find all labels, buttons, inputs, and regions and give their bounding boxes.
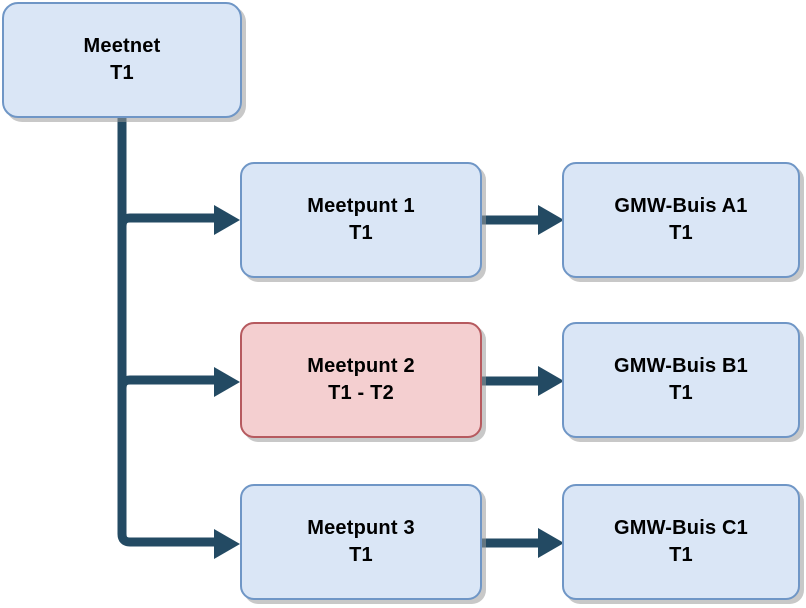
node-meetnet-line1: Meetnet (83, 35, 161, 57)
edge-meetpunt-3-to-gmw-buis-c1-arrowhead (538, 528, 564, 558)
node-gmw-buis-b1[interactable]: GMW-Buis B1 T1 (562, 322, 800, 438)
node-meetpunt-3-line2: T1 (349, 544, 373, 566)
edge-meetnet-to-meetpunt-2-line (117, 375, 216, 389)
edge-meetnet-to-meetpunt-1-line (117, 213, 216, 227)
node-gmw-buis-a1-line1: GMW-Buis A1 (614, 195, 748, 217)
edge-meetpunt-2-to-gmw-buis-b1-arrowhead (538, 366, 564, 396)
node-meetpunt-2-line2: T1 - T2 (328, 382, 394, 404)
node-meetnet[interactable]: Meetnet T1 (2, 2, 242, 118)
edge-meetnet-to-meetpunt-2-arrowhead (214, 367, 240, 397)
node-meetpunt-2[interactable]: Meetpunt 2 T1 - T2 (240, 322, 482, 438)
node-gmw-buis-b1-line2: T1 (669, 382, 693, 404)
node-gmw-buis-c1[interactable]: GMW-Buis C1 T1 (562, 484, 800, 600)
node-gmw-buis-c1-line1: GMW-Buis C1 (613, 517, 749, 539)
node-gmw-buis-a1-line2: T1 (669, 222, 693, 244)
edge-meetnet-trunk (117, 114, 138, 547)
node-meetpunt-1[interactable]: Meetpunt 1 T1 (240, 162, 482, 278)
node-meetpunt-1-line1: Meetpunt 1 (307, 195, 415, 217)
edge-meetpunt-1-to-gmw-buis-a1-arrowhead (538, 205, 564, 235)
node-meetpunt-3-line1: Meetpunt 3 (307, 517, 415, 539)
node-gmw-buis-c1-line2: T1 (669, 544, 693, 566)
edge-meetnet-to-meetpunt-1-arrowhead (214, 205, 240, 235)
node-meetpunt-2-line1: Meetpunt 2 (307, 355, 415, 377)
node-meetpunt-1-line2: T1 (349, 222, 373, 244)
edge-meetnet-to-meetpunt-3-arrowhead (214, 529, 240, 559)
node-gmw-buis-b1-line1: GMW-Buis B1 (613, 355, 749, 377)
node-gmw-buis-a1[interactable]: GMW-Buis A1 T1 (562, 162, 800, 278)
node-meetpunt-3[interactable]: Meetpunt 3 T1 (240, 484, 482, 600)
node-meetnet-line2: T1 (110, 62, 134, 84)
